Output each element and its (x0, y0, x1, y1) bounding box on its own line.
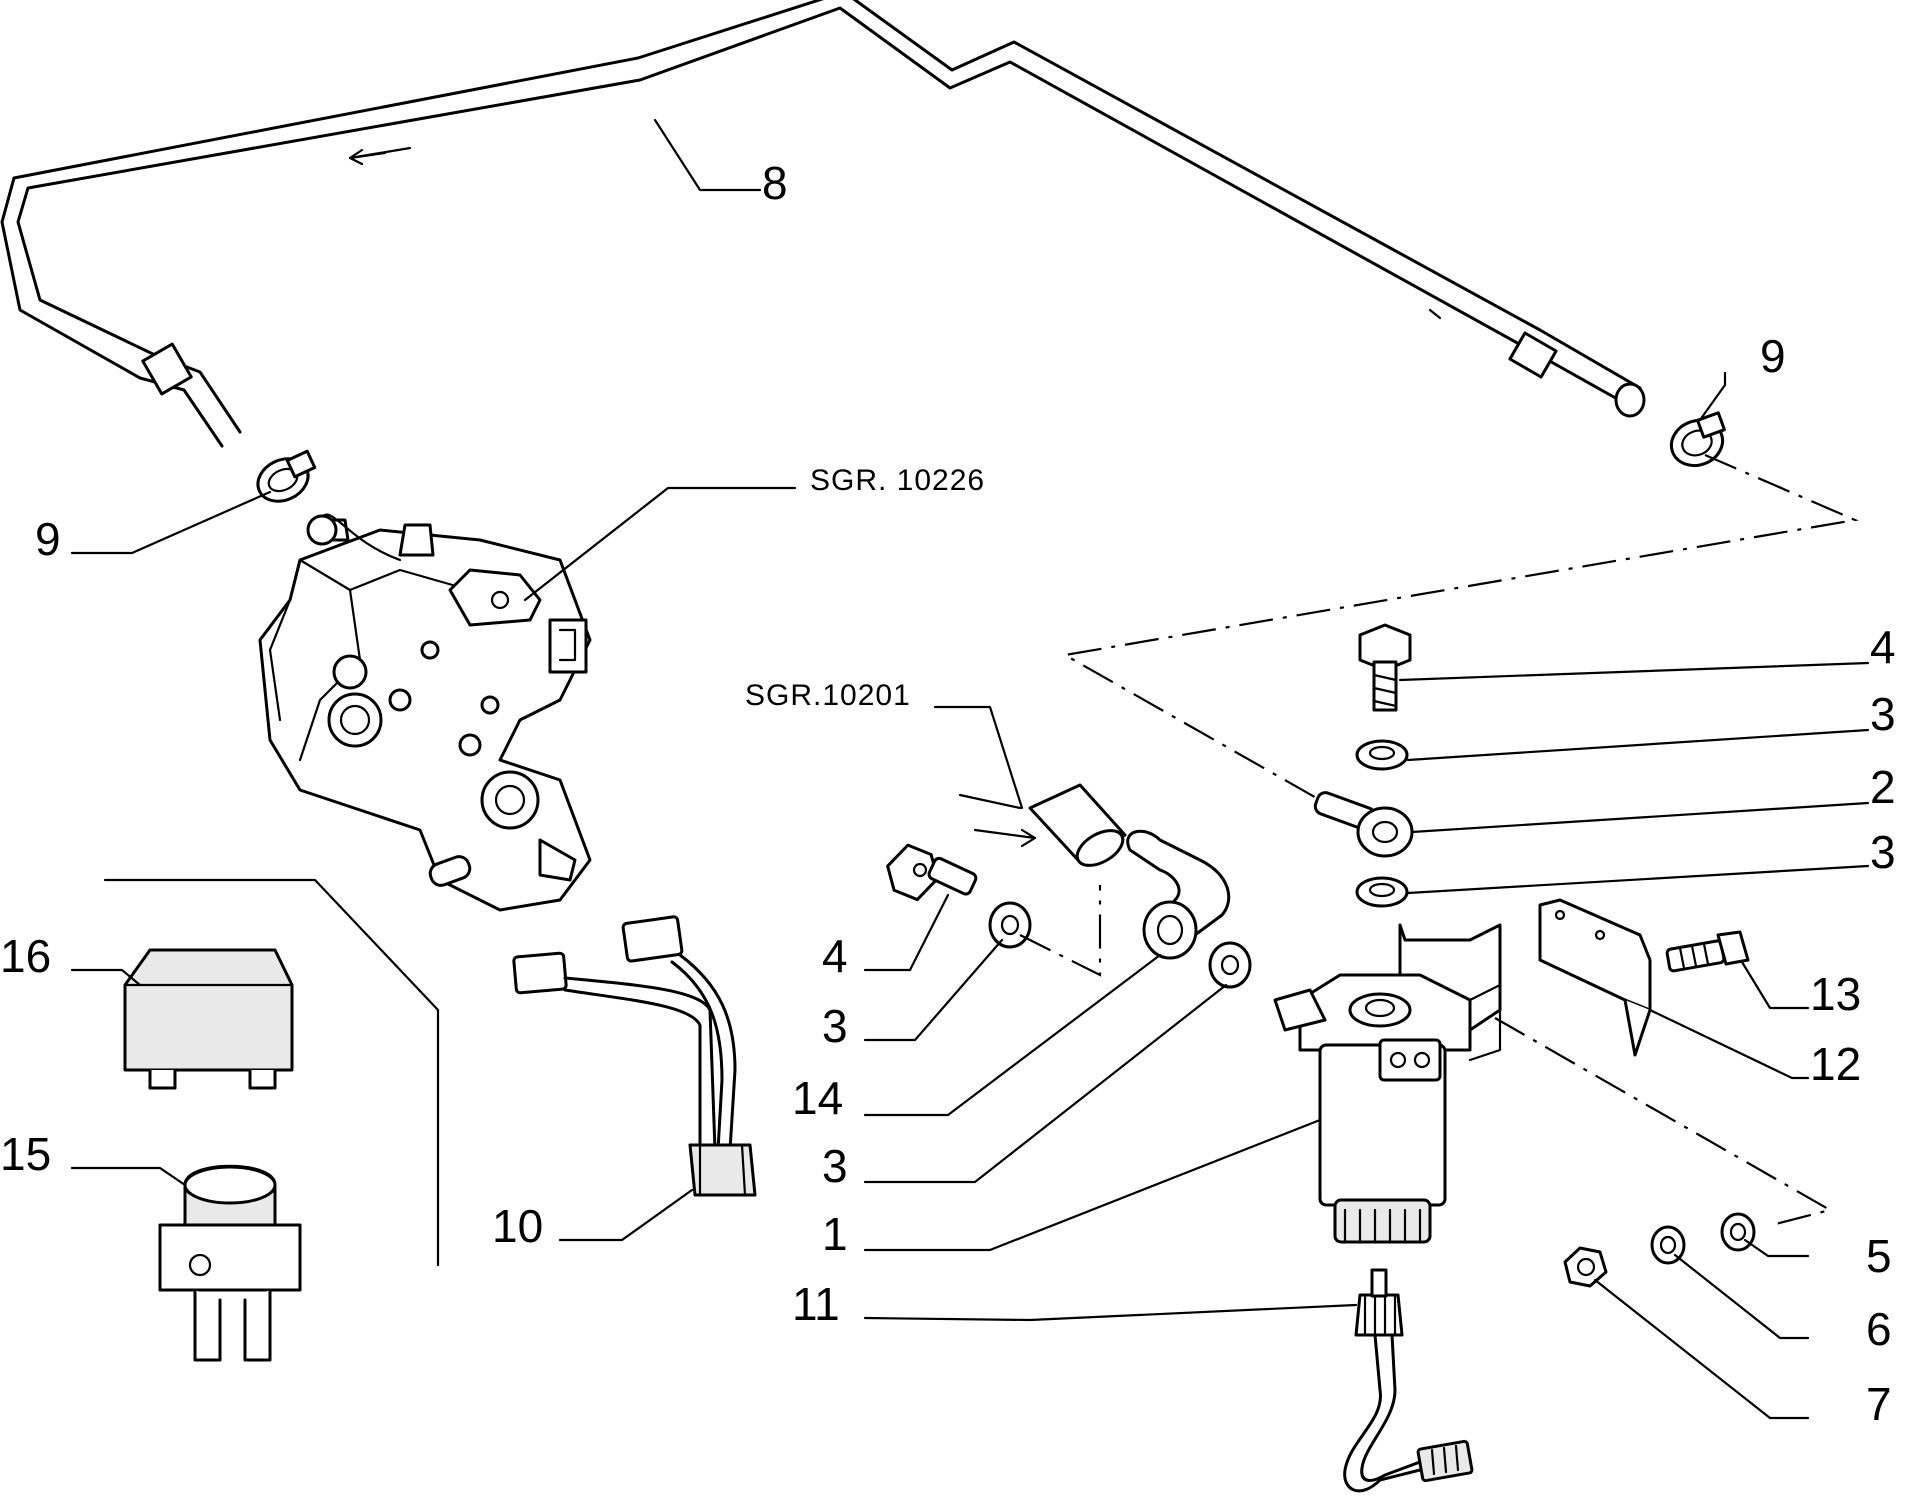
hose-clamp-right (1669, 411, 1726, 468)
label-part-2: 2 (1870, 761, 1896, 813)
assembly-lines (1019, 453, 1859, 1227)
label-part-5: 5 (1866, 1230, 1892, 1282)
pressure-switch (158, 1164, 302, 1362)
leader-lines (70, 118, 1870, 1420)
label-part-11: 11 (792, 1278, 840, 1330)
water-sensor (1343, 1268, 1474, 1493)
label-part-3-lower: 3 (1870, 826, 1896, 878)
label-part-6: 6 (1866, 1303, 1892, 1355)
washer-3-right-of-fitting (1208, 941, 1252, 989)
washer-3-lower (1355, 876, 1409, 908)
relay-box (123, 948, 294, 1090)
washer-5 (1720, 1212, 1756, 1252)
label-part-9-left: 9 (35, 513, 61, 565)
wiring-harness (512, 915, 757, 1197)
injection-pump (258, 513, 592, 912)
washer-3-left (988, 901, 1032, 949)
washer-6 (1650, 1225, 1686, 1265)
label-part-1: 1 (822, 1208, 848, 1260)
label-part-9-right: 9 (1760, 330, 1786, 382)
label-part-4-left: 4 (822, 930, 848, 982)
label-part-10: 10 (492, 1200, 543, 1252)
ref-hose: SGR.10201 (745, 679, 911, 712)
bolt-4-right (1358, 623, 1412, 712)
label-part-3-left: 3 (822, 1000, 848, 1052)
banjo-fitting (1126, 829, 1231, 960)
bracket-screw (1665, 930, 1750, 973)
mounting-bracket (1538, 898, 1652, 1057)
label-part-4-right: 4 (1870, 621, 1896, 673)
banjo-bolt-left (886, 843, 978, 902)
label-part-7: 7 (1866, 1378, 1892, 1430)
separator-line (103, 878, 440, 1267)
fuel-hose-segment (958, 783, 1127, 867)
label-part-3-upper: 3 (1870, 688, 1896, 740)
label-part-12: 12 (1810, 1038, 1861, 1090)
fuel-pipe (0, 0, 1646, 448)
label-part-3-middle: 3 (822, 1140, 848, 1192)
label-part-15: 15 (0, 1128, 51, 1180)
ref-injection-pump: SGR. 10226 (810, 464, 985, 497)
washer-3-upper (1355, 739, 1409, 771)
nut-7 (1563, 1246, 1608, 1288)
label-part-16: 16 (0, 930, 51, 982)
banjo-union (1313, 791, 1414, 858)
label-part-8: 8 (762, 157, 788, 209)
label-part-14: 14 (792, 1072, 843, 1124)
hose-clamp-left (256, 449, 317, 503)
label-part-13: 13 (1810, 968, 1861, 1020)
fuel-filter-assembly (1273, 923, 1502, 1244)
